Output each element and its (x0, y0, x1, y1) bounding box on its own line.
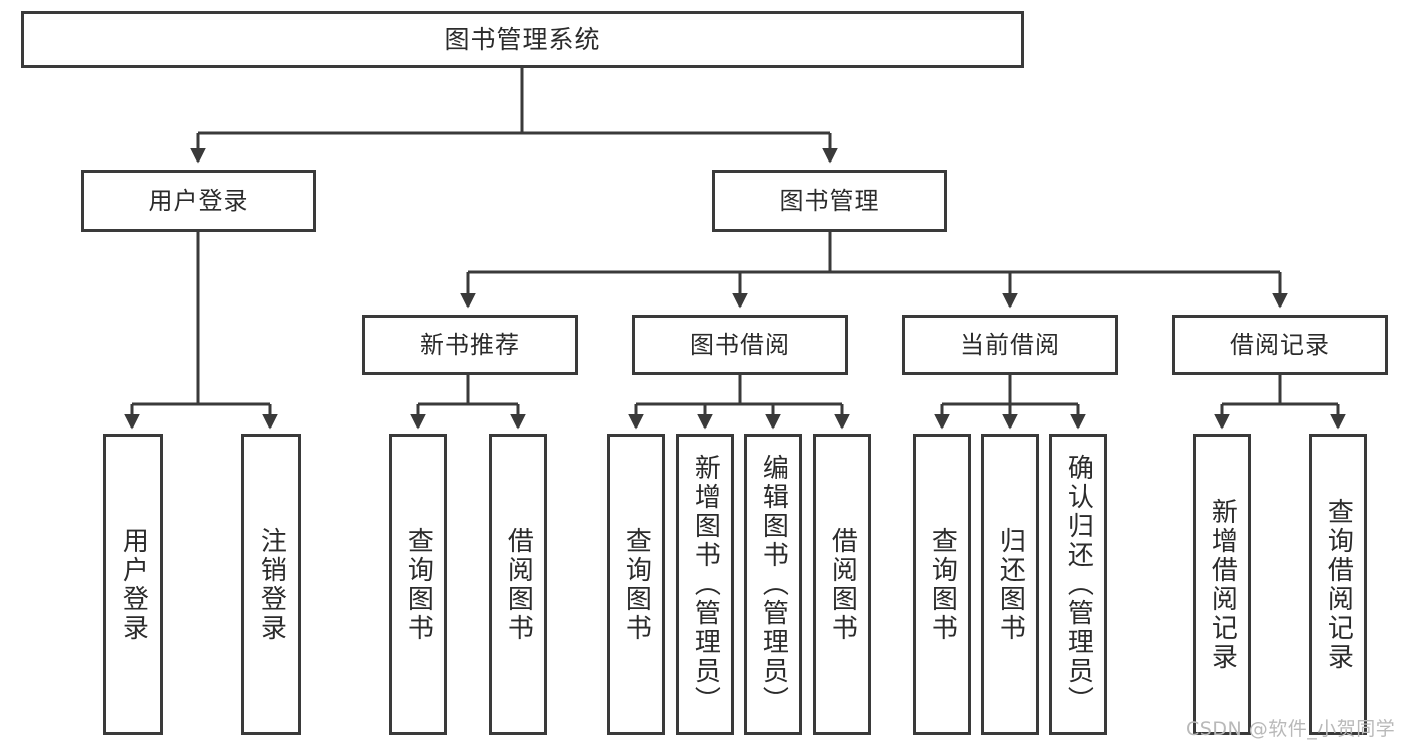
csdn-watermark: CSDN @软件_小贺同学 (1186, 718, 1396, 740)
node-label: 查询图书 (927, 526, 958, 643)
node-leaf-add-borrow-record[interactable]: 新增借阅记录 (1193, 434, 1251, 735)
node-label: 确认归还（管理员） (1063, 454, 1094, 715)
node-borrow-record[interactable]: 借阅记录 (1172, 315, 1388, 375)
node-current-borrow[interactable]: 当前借阅 (902, 315, 1118, 375)
node-label: 注销登录 (256, 526, 287, 643)
node-book-management[interactable]: 图书管理 (712, 170, 947, 232)
node-label: 新增图书（管理员） (690, 454, 721, 715)
node-leaf-user-login[interactable]: 用户登录 (103, 434, 163, 735)
node-label: 归还图书 (995, 526, 1026, 643)
node-label: 图书管理系统 (444, 24, 601, 54)
node-label: 查询借阅记录 (1323, 497, 1354, 672)
node-leaf-borrow-book[interactable]: 借阅图书 (813, 434, 871, 735)
node-label: 借阅记录 (1230, 330, 1330, 359)
node-label: 编辑图书（管理员） (758, 454, 789, 715)
node-label: 新增借阅记录 (1207, 497, 1238, 672)
node-label: 借阅图书 (503, 526, 534, 643)
node-label: 当前借阅 (960, 330, 1060, 359)
node-leaf-logout[interactable]: 注销登录 (241, 434, 301, 735)
node-new-book-recommend[interactable]: 新书推荐 (362, 315, 578, 375)
node-leaf-confirm-return[interactable]: 确认归还（管理员） (1049, 434, 1107, 735)
node-leaf-add-book[interactable]: 新增图书（管理员） (676, 434, 734, 735)
node-label: 查询图书 (621, 526, 652, 643)
node-user-login[interactable]: 用户登录 (81, 170, 316, 232)
node-leaf-query-book-borrow[interactable]: 查询图书 (607, 434, 665, 735)
node-label: 图书借阅 (690, 330, 790, 359)
node-book-borrow[interactable]: 图书借阅 (632, 315, 848, 375)
node-label: 借阅图书 (827, 526, 858, 643)
node-leaf-borrow-book-recommend[interactable]: 借阅图书 (489, 434, 547, 735)
node-label: 用户登录 (118, 526, 149, 643)
node-leaf-edit-book[interactable]: 编辑图书（管理员） (744, 434, 802, 735)
node-label: 新书推荐 (420, 330, 520, 359)
node-label: 查询图书 (403, 526, 434, 643)
node-root-book-management-system[interactable]: 图书管理系统 (21, 11, 1024, 68)
node-leaf-query-book-current[interactable]: 查询图书 (913, 434, 971, 735)
node-label: 用户登录 (148, 186, 249, 215)
node-leaf-return-book[interactable]: 归还图书 (981, 434, 1039, 735)
node-label: 图书管理 (779, 186, 880, 215)
node-leaf-query-book-recommend[interactable]: 查询图书 (389, 434, 447, 735)
node-leaf-query-borrow-record[interactable]: 查询借阅记录 (1309, 434, 1367, 735)
